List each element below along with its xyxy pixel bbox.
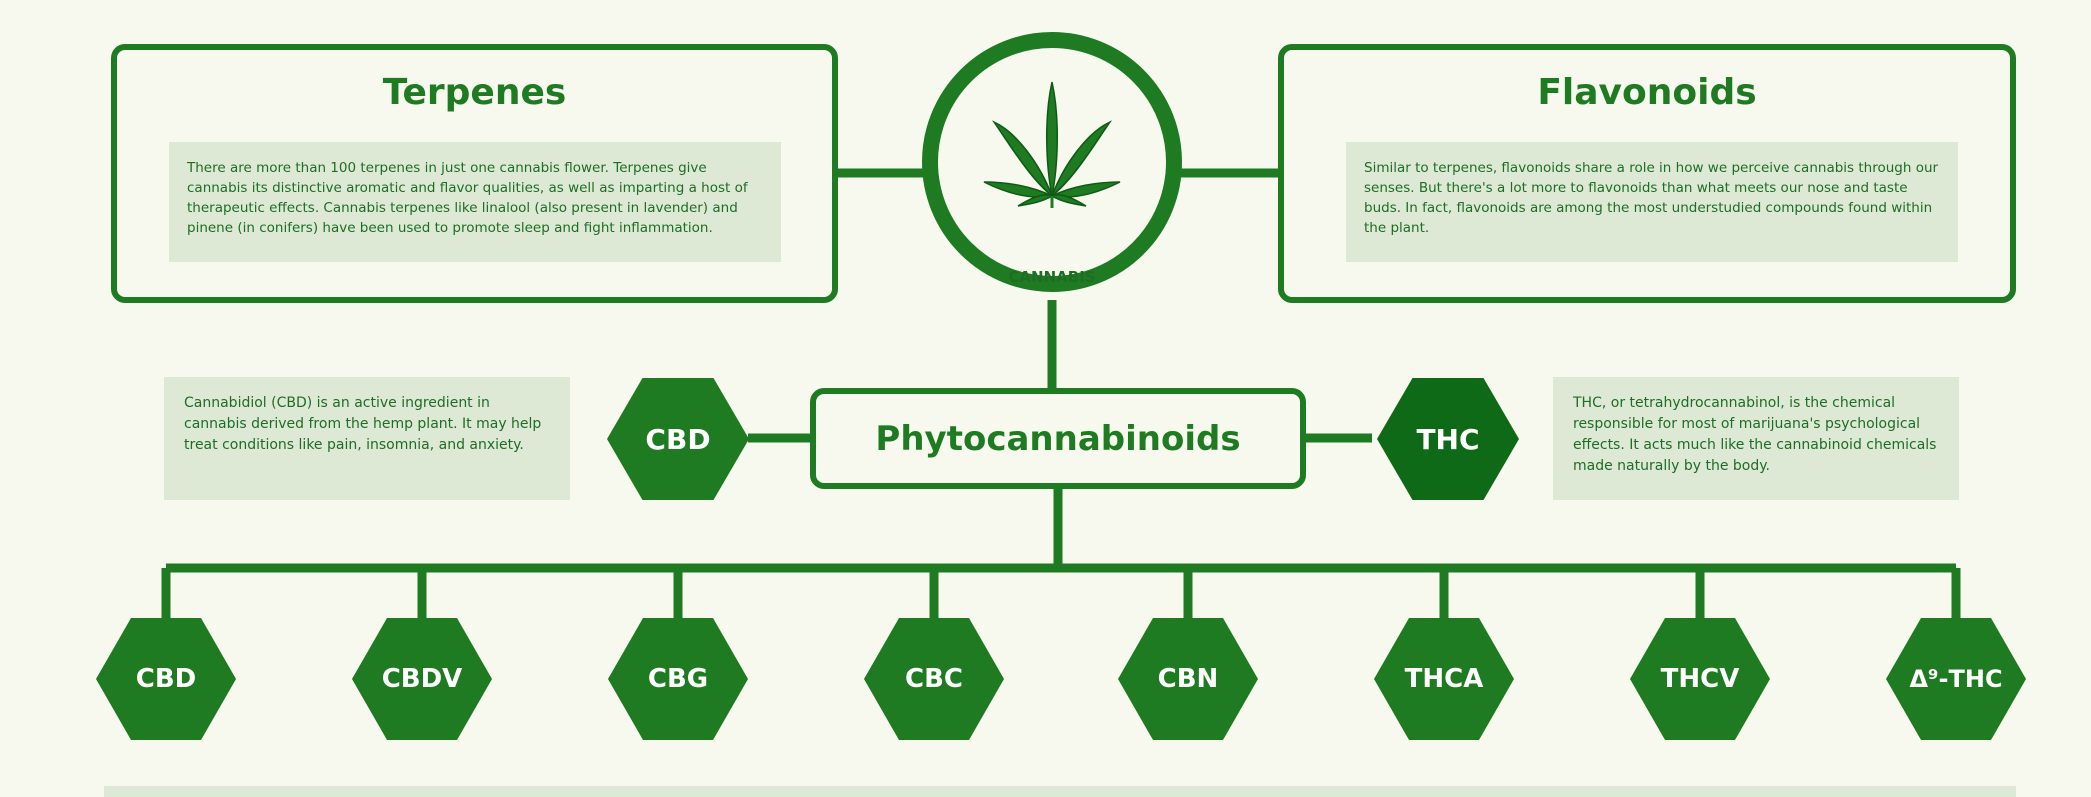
terpenes-title: Terpenes (382, 72, 567, 113)
cannabis-circle: CANNABIS (922, 32, 1182, 292)
phytocannabinoids-box: Phytocannabinoids (810, 388, 1306, 489)
flavonoids-description: Similar to terpenes, flavonoids share a … (1346, 142, 1958, 262)
compound-hexagon: CBN (1118, 618, 1258, 740)
flavonoids-title: Flavonoids (1537, 72, 1757, 113)
cannabis-label: CANNABIS (1008, 268, 1096, 286)
cbd-hexagon: CBD (607, 378, 749, 500)
cbd-description: Cannabidiol (CBD) is an active ingredien… (164, 377, 570, 500)
compound-hexagon: THCV (1630, 618, 1770, 740)
cannabis-leaf-icon (983, 81, 1121, 208)
flavonoids-box: Flavonoids Similar to terpenes, flavonoi… (1278, 44, 2016, 303)
compound-hexagon: Δ⁹-THC (1886, 618, 2026, 740)
thc-description: THC, or tetrahydrocannabinol, is the che… (1553, 377, 1959, 500)
terpenes-description: There are more than 100 terpenes in just… (169, 142, 781, 262)
compound-hexagon: THCA (1374, 618, 1514, 740)
terpenes-box: Terpenes There are more than 100 terpene… (111, 44, 838, 303)
bottom-panel (104, 786, 2016, 797)
